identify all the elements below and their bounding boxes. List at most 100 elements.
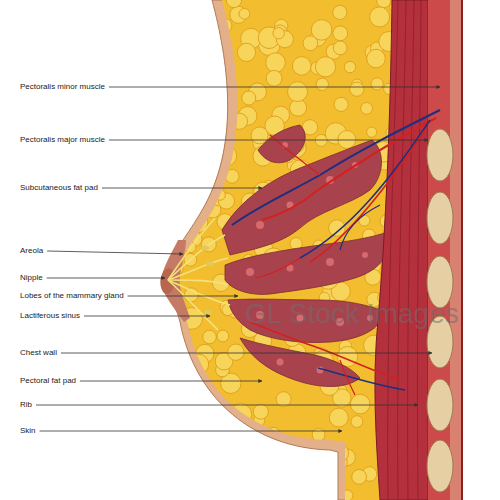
fat-lobule (212, 138, 231, 157)
fat-lobule (197, 174, 210, 187)
fat-lobule (239, 8, 250, 19)
fat-lobule (231, 113, 247, 129)
leader-line (109, 87, 440, 88)
fat-lobule (171, 459, 193, 481)
fat-lobule (367, 127, 377, 137)
fat-tissue (171, 0, 392, 500)
fat-lobule (166, 386, 181, 401)
part-label: Pectoralis minor muscle (20, 82, 105, 92)
fat-lobule (268, 427, 279, 438)
chest-wall-layer (450, 0, 462, 500)
leader-line (36, 405, 418, 406)
fat-lobule (162, 93, 179, 110)
fat-lobule (200, 390, 217, 407)
fat-lobule (226, 0, 241, 8)
fat-lobule (216, 116, 230, 130)
leader-line (109, 140, 428, 141)
fat-lobule (188, 441, 206, 459)
fat-lobule (189, 148, 204, 163)
part-label: Areola (20, 246, 43, 256)
fat-lobule (361, 103, 373, 115)
part-label: Skin (20, 426, 36, 436)
fat-lobule (350, 82, 364, 96)
fat-lobule (261, 432, 280, 451)
fat-lobule (273, 444, 291, 462)
fat-lobule (168, 391, 178, 401)
fat-lobule (312, 428, 325, 441)
fat-lobule (184, 100, 196, 112)
fat-lobule (197, 451, 214, 468)
leader-line (47, 251, 183, 254)
part-label: Subcutaneous fat pad (20, 183, 98, 193)
fat-lobule (228, 344, 244, 360)
pectoralis-major (375, 0, 428, 500)
lobe-spots (246, 142, 373, 374)
part-label: Pectoralis major muscle (20, 135, 105, 145)
fat-lobules (160, 0, 403, 500)
fat-lobule (163, 200, 180, 217)
fat-lobule (316, 459, 328, 471)
fat-lobule (242, 91, 256, 105)
fat-lobule (329, 408, 348, 427)
fat-lobule (266, 462, 285, 481)
fat-lobule (189, 354, 209, 374)
fat-lobule (180, 2, 196, 18)
fat-lobule (175, 120, 191, 136)
fat-lobule (264, 428, 281, 445)
fat-lobule (185, 360, 197, 372)
fat-lobule (251, 127, 268, 144)
fat-lobule (164, 370, 179, 385)
fat-lobule (367, 49, 386, 68)
fat-lobule (163, 171, 180, 188)
fat-lobule (215, 190, 225, 200)
fat-lobule (288, 82, 308, 102)
fat-lobule (276, 392, 291, 407)
lactiferous-ducts (168, 218, 230, 330)
fat-lobule (370, 7, 390, 27)
fat-lobule (189, 119, 205, 135)
fat-lobule (218, 67, 234, 83)
fat-lobule (191, 155, 207, 171)
lactiferous-sinus-shape (201, 246, 214, 315)
leader-line (80, 381, 262, 382)
leader-line (40, 431, 342, 432)
leader-line (47, 278, 165, 279)
fat-lobule (179, 431, 196, 448)
leader-line (84, 316, 210, 317)
fat-lobule (160, 103, 181, 124)
fat-lobule (196, 77, 206, 87)
fat-lobule (238, 479, 258, 499)
fat-lobule (333, 26, 348, 41)
fat-lobule (333, 5, 347, 19)
watermark: GL Stock Images (245, 298, 459, 330)
fat-lobule (329, 220, 346, 237)
fat-lobule (266, 70, 282, 86)
part-label: Lactiferous sinus (20, 311, 80, 321)
fat-lobule (191, 399, 209, 417)
fat-lobule (237, 43, 255, 61)
fat-lobule (273, 28, 284, 39)
fat-lobule (316, 78, 328, 90)
fat-lobule (332, 455, 347, 470)
fat-lobule (190, 159, 201, 170)
fat-lobule (351, 416, 363, 428)
fat-lobule (185, 359, 198, 372)
fat-lobule (168, 155, 182, 169)
fat-lobule (293, 452, 303, 462)
fat-lobule (266, 53, 286, 73)
fat-lobule (334, 97, 348, 111)
fat-lobule (198, 0, 218, 12)
fat-lobule (162, 481, 179, 498)
fat-lobule (191, 0, 210, 16)
fat-lobule (352, 470, 367, 485)
fat-lobule (204, 29, 216, 41)
fat-lobule (315, 57, 335, 77)
fat-lobule (187, 431, 200, 444)
fat-lobule (203, 330, 217, 344)
fat-lobule (180, 204, 191, 215)
fat-lobule (371, 78, 383, 90)
fat-lobule (342, 490, 353, 500)
fat-lobule (344, 61, 355, 72)
fat-lobule (174, 177, 190, 193)
